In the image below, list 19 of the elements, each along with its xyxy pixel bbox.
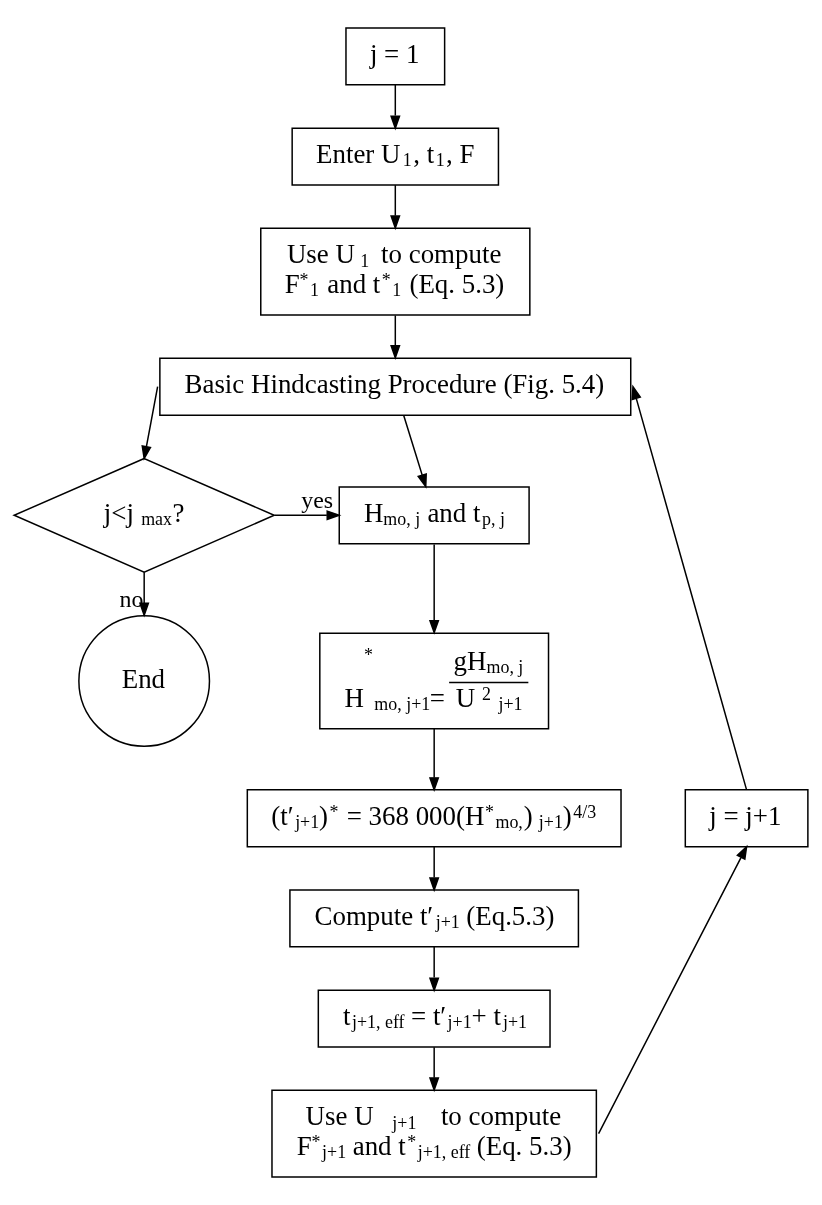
node-circle: End [78, 614, 211, 747]
arrow [428, 946, 440, 993]
arrow [428, 846, 440, 893]
arrow [428, 1046, 440, 1093]
arrow [390, 184, 401, 231]
arrow [403, 414, 427, 489]
node-box: j = j+1 [684, 789, 809, 848]
edge-label: no [119, 585, 144, 612]
arrow [428, 728, 440, 793]
arrow [141, 386, 159, 461]
arrow [390, 314, 401, 360]
arrow [273, 510, 342, 521]
arrow [597, 844, 748, 1135]
arrow [631, 384, 748, 791]
node-box: Basic Hindcasting Procedure (Fig. 5.4) [159, 357, 632, 416]
arrow [390, 84, 401, 131]
edge-label: yes [301, 486, 334, 513]
node-box: j = 1 [345, 27, 446, 86]
arrow [428, 543, 440, 635]
